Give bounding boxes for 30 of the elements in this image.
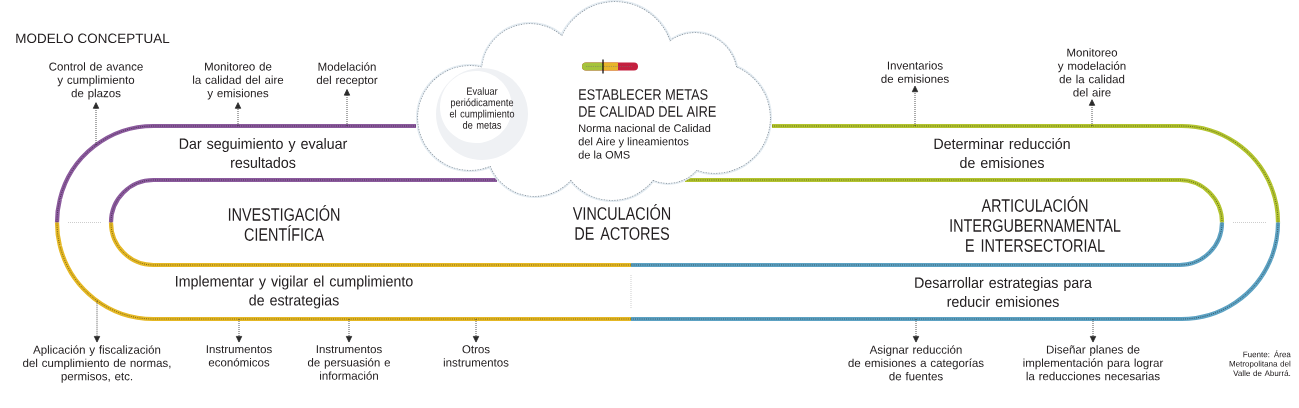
- annotation: Diseñar planes de implementación para lograr la reducciones necesarias: [1023, 345, 1164, 381]
- leader-arrow: [235, 318, 243, 343]
- annotation: Modelación del receptor: [316, 62, 378, 87]
- annotation: Aplicación y fiscalización del cumplimiento de normas, permisos, etc.: [23, 345, 171, 383]
- leader-arrow: [472, 318, 480, 343]
- track-band: Dar seguimiento y evaluar resultados: [57, 123, 417, 200]
- annotation: Instrumentos económicos: [206, 345, 272, 367]
- annotation: Inventarios de emisiones: [881, 61, 949, 83]
- leader-arrow: [345, 318, 353, 343]
- leader-arrow: [1088, 99, 1096, 127]
- annotation: Monitoreo de la calidad del aire y emisiones: [193, 62, 284, 100]
- annotation: Instrumentos de persuasión e información: [307, 345, 390, 380]
- leader-arrow: [343, 89, 351, 127]
- leader-arrow: [93, 300, 101, 343]
- leader-arrow: [234, 102, 242, 127]
- leader-arrow: [92, 102, 100, 146]
- leader-arrow: [912, 318, 920, 343]
- annotation: Control de avance y cumplimiento de plazos: [49, 62, 143, 100]
- inner-loop: INVESTIGACIÓN CIENTÍFICA VINCULACIÓN DE ACTORES ARTICULACIÓN INTERGUBERNAMENTAL E INTERSECTORIAL: [108, 177, 1225, 268]
- source-note: Fuente: Área Metropolitana del Valle de Aburrá.: [1229, 350, 1291, 376]
- annotation: Monitoreo y modelación de la calidad del aire: [1057, 48, 1126, 97]
- annotation: Asignar reducción de emisiones a categorías de fuentes: [848, 345, 984, 381]
- leader-arrow: [1089, 318, 1097, 343]
- leader-arrow: [911, 85, 919, 127]
- track-band: Determinar reducción de emisiones: [771, 123, 1273, 188]
- annotation: Otros instrumentos: [443, 345, 509, 367]
- bubble: Evaluar periódicamente el cumplimiento de metas: [436, 68, 528, 160]
- track-band: Implementar y vigilar el cumplimiento de estrategias: [57, 245, 632, 322]
- title: MODELO CONCEPTUAL: [16, 33, 170, 44]
- track-band: Desarrollar estrategias para reducir emisiones: [630, 257, 1273, 322]
